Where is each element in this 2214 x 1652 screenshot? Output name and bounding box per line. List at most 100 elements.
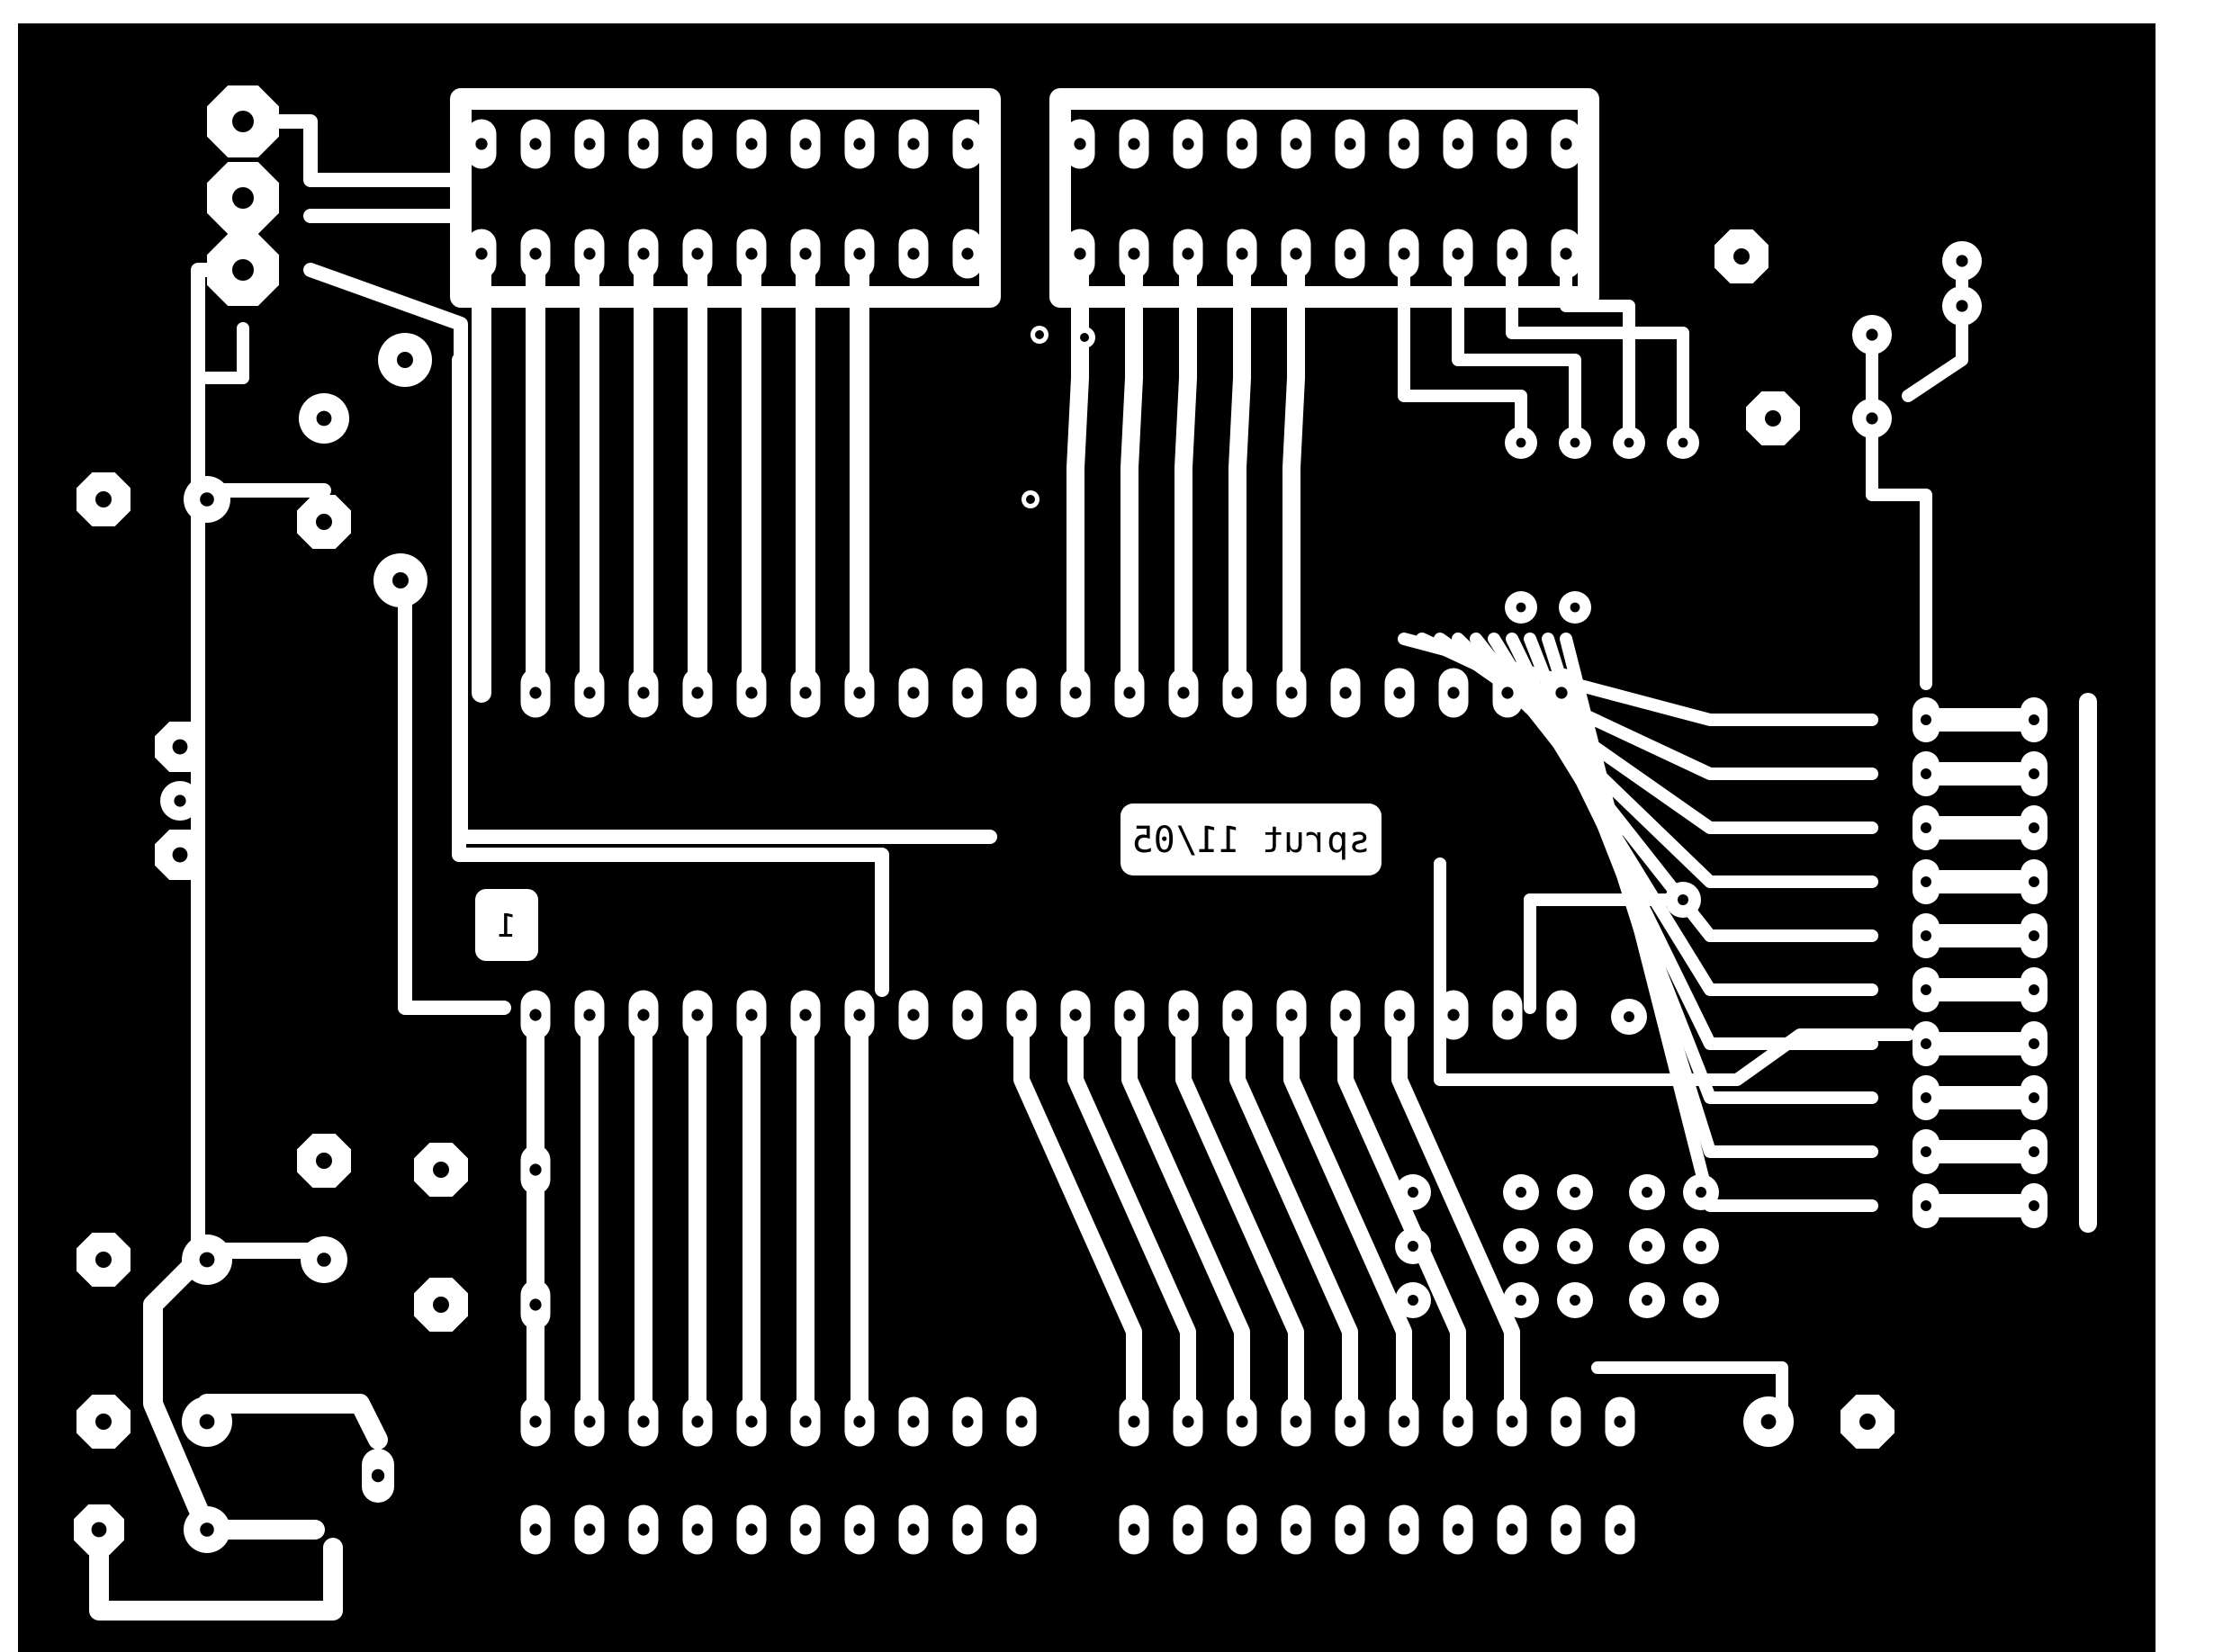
ladder-pad [2020, 967, 2048, 1012]
mounting-hole [297, 495, 351, 549]
ladder-pad [1912, 751, 1940, 796]
header-pad [790, 1504, 821, 1555]
header-pad [1443, 1396, 1473, 1447]
small-pad [1665, 882, 1701, 918]
header-pad [844, 119, 875, 169]
mounting-hole [414, 1143, 468, 1197]
header-pad [790, 119, 821, 169]
header-pad [1389, 1396, 1419, 1447]
mounting-hole [1714, 229, 1768, 283]
bus-trace [1120, 245, 1143, 702]
header-pad [898, 119, 929, 169]
small-pad [1559, 426, 1591, 459]
small-pad [1557, 1174, 1593, 1210]
board-edge-left [0, 0, 18, 1652]
header-pad [520, 119, 551, 169]
header-pad [682, 1396, 713, 1447]
header-pad [1335, 1396, 1365, 1447]
header-pad [1065, 119, 1095, 169]
small-pad [1557, 1228, 1593, 1264]
pad [184, 1506, 230, 1553]
header-pad [952, 1396, 983, 1447]
header-pad [520, 229, 551, 279]
small-pad [1683, 1228, 1719, 1264]
trace-left-4 [398, 569, 511, 1015]
header-pad [1227, 1504, 1257, 1555]
header-pad [1551, 229, 1581, 279]
ic-pad [736, 990, 767, 1040]
ic-pad [1384, 990, 1415, 1040]
connector-pad [207, 234, 279, 306]
pad [520, 1145, 551, 1195]
diag-bus-trace [1283, 1007, 1412, 1430]
trace-right-b [1452, 247, 1581, 449]
header-pad [466, 119, 497, 169]
header-pad [736, 1504, 767, 1555]
pad [160, 781, 200, 821]
mounting-hole [297, 1134, 351, 1188]
small-pad [1559, 591, 1591, 624]
ic-pad [790, 668, 821, 718]
header-pad [1227, 229, 1257, 279]
small-pad [1852, 315, 1892, 355]
ic-pad [520, 668, 551, 718]
header-pad [1335, 1504, 1365, 1555]
ic-pad [1222, 668, 1253, 718]
header-pad [1335, 119, 1365, 169]
ic-pad [574, 668, 605, 718]
pad [182, 1396, 232, 1447]
header-pad [1227, 119, 1257, 169]
pad [182, 1235, 232, 1285]
ladder-pad [2020, 1021, 2048, 1066]
ic-pad [682, 990, 713, 1040]
ic-pad [1546, 668, 1577, 718]
mounting-hole [76, 1233, 130, 1287]
header-pad [520, 1396, 551, 1447]
ladder-pad [2020, 1183, 2048, 1228]
ic-pad [790, 990, 821, 1040]
mounting-hole [1746, 391, 1800, 445]
header-pad [574, 119, 605, 169]
bus-trace [1174, 245, 1197, 702]
header-pad [1006, 1396, 1037, 1447]
header-pad [844, 1396, 875, 1447]
ic-pad [520, 990, 551, 1040]
ic-pad [1384, 668, 1415, 718]
header-pad [1119, 1396, 1149, 1447]
header-pad [1389, 119, 1419, 169]
ladder-pad [1912, 913, 1940, 958]
header-pad [898, 1396, 929, 1447]
header-pad [1443, 229, 1473, 279]
board-edge-top [0, 0, 2214, 23]
header-pad [790, 229, 821, 279]
small-pad [1613, 426, 1645, 459]
pin-one-text: 1 [497, 908, 517, 945]
via [1074, 327, 1095, 348]
header-pad [1497, 1396, 1527, 1447]
ic-pad [1168, 990, 1199, 1040]
header-pad [628, 229, 659, 279]
ic-pad [844, 668, 875, 718]
header-pad [1281, 119, 1311, 169]
small-pad [1683, 1282, 1719, 1318]
credit-label: sprut 11/05 [1120, 804, 1382, 875]
trace-right-d [1560, 247, 1635, 449]
header-pad [1497, 119, 1527, 169]
header-pad [952, 1504, 983, 1555]
ic-pad [736, 668, 767, 718]
pad [299, 393, 349, 444]
mounting-hole [76, 1395, 130, 1449]
header-pad [1281, 229, 1311, 279]
header-pad [952, 119, 983, 169]
small-pad [1503, 1228, 1539, 1264]
pad [184, 476, 230, 523]
ic-pad [898, 668, 929, 718]
header-pad [790, 1396, 821, 1447]
header-pad [574, 1504, 605, 1555]
header-pad [520, 1504, 551, 1555]
ic-pad [682, 668, 713, 718]
pad [74, 1504, 124, 1555]
header-pad [1173, 229, 1203, 279]
ic-pad [1168, 668, 1199, 718]
